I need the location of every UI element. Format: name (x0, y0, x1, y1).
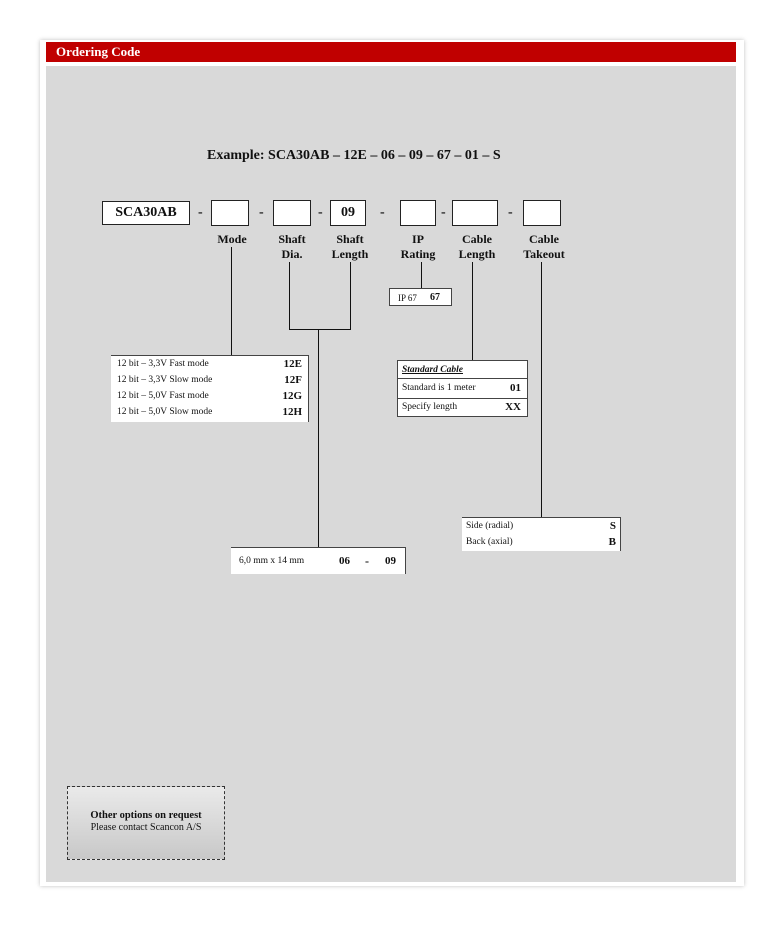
note-body: Please contact Scancon A/S (90, 822, 202, 833)
shaft-option-text: 6,0 mm x 14 mm (239, 556, 305, 566)
note-title: Other options on request (90, 810, 202, 821)
section-title: Ordering Code (56, 44, 141, 59)
shaft-option-length-code: 09 (385, 555, 396, 567)
shaft-option-dia-code: 06 (339, 555, 350, 567)
label-mode: Mode (217, 232, 247, 246)
separator: - (198, 205, 203, 220)
shaft-option-table: 6,0 mm x 14 mm 06 - 09 (231, 547, 406, 574)
shaft-dia-connector (289, 262, 290, 330)
cable-length-connector (472, 262, 473, 360)
code-prefix-box: SCA30AB (102, 201, 190, 225)
shaft-length-box: 09 (330, 200, 366, 226)
cable-takeout-connector (541, 262, 542, 518)
ordering-panel (46, 66, 736, 882)
shaft-join-connector (289, 329, 351, 330)
shaft-length-connector (350, 262, 351, 330)
separator: - (380, 205, 385, 220)
separator: - (318, 205, 323, 220)
ip-option-code: 67 (430, 292, 440, 303)
ip-box (400, 200, 436, 226)
ip-option-table: IP 67 67 (389, 288, 452, 306)
shaft-option-connector (318, 330, 319, 548)
other-options-note: Other options on request Please contact … (67, 786, 225, 860)
separator: - (508, 205, 513, 220)
cable-takeout-box (523, 200, 561, 226)
cable-length-title: Standard Cable (402, 365, 463, 375)
separator: - (259, 205, 264, 220)
takeout-option-row: Side (radial)S (466, 520, 616, 532)
shaft-option-separator: - (365, 554, 369, 568)
ip-connector (421, 262, 422, 288)
section-header: Ordering Code (46, 42, 736, 62)
takeout-option-row: Back (axial)B (466, 536, 616, 548)
shaft-dia-box (273, 200, 311, 226)
ip-option-text: IP 67 (398, 293, 417, 303)
mode-connector (231, 247, 232, 356)
separator: - (441, 205, 446, 220)
cable-takeout-table: Side (radial)S Back (axial)B (462, 517, 621, 551)
cable-length-box (452, 200, 498, 226)
example-code: Example: SCA30AB – 12E – 06 – 09 – 67 – … (207, 148, 501, 163)
mode-box (211, 200, 249, 226)
